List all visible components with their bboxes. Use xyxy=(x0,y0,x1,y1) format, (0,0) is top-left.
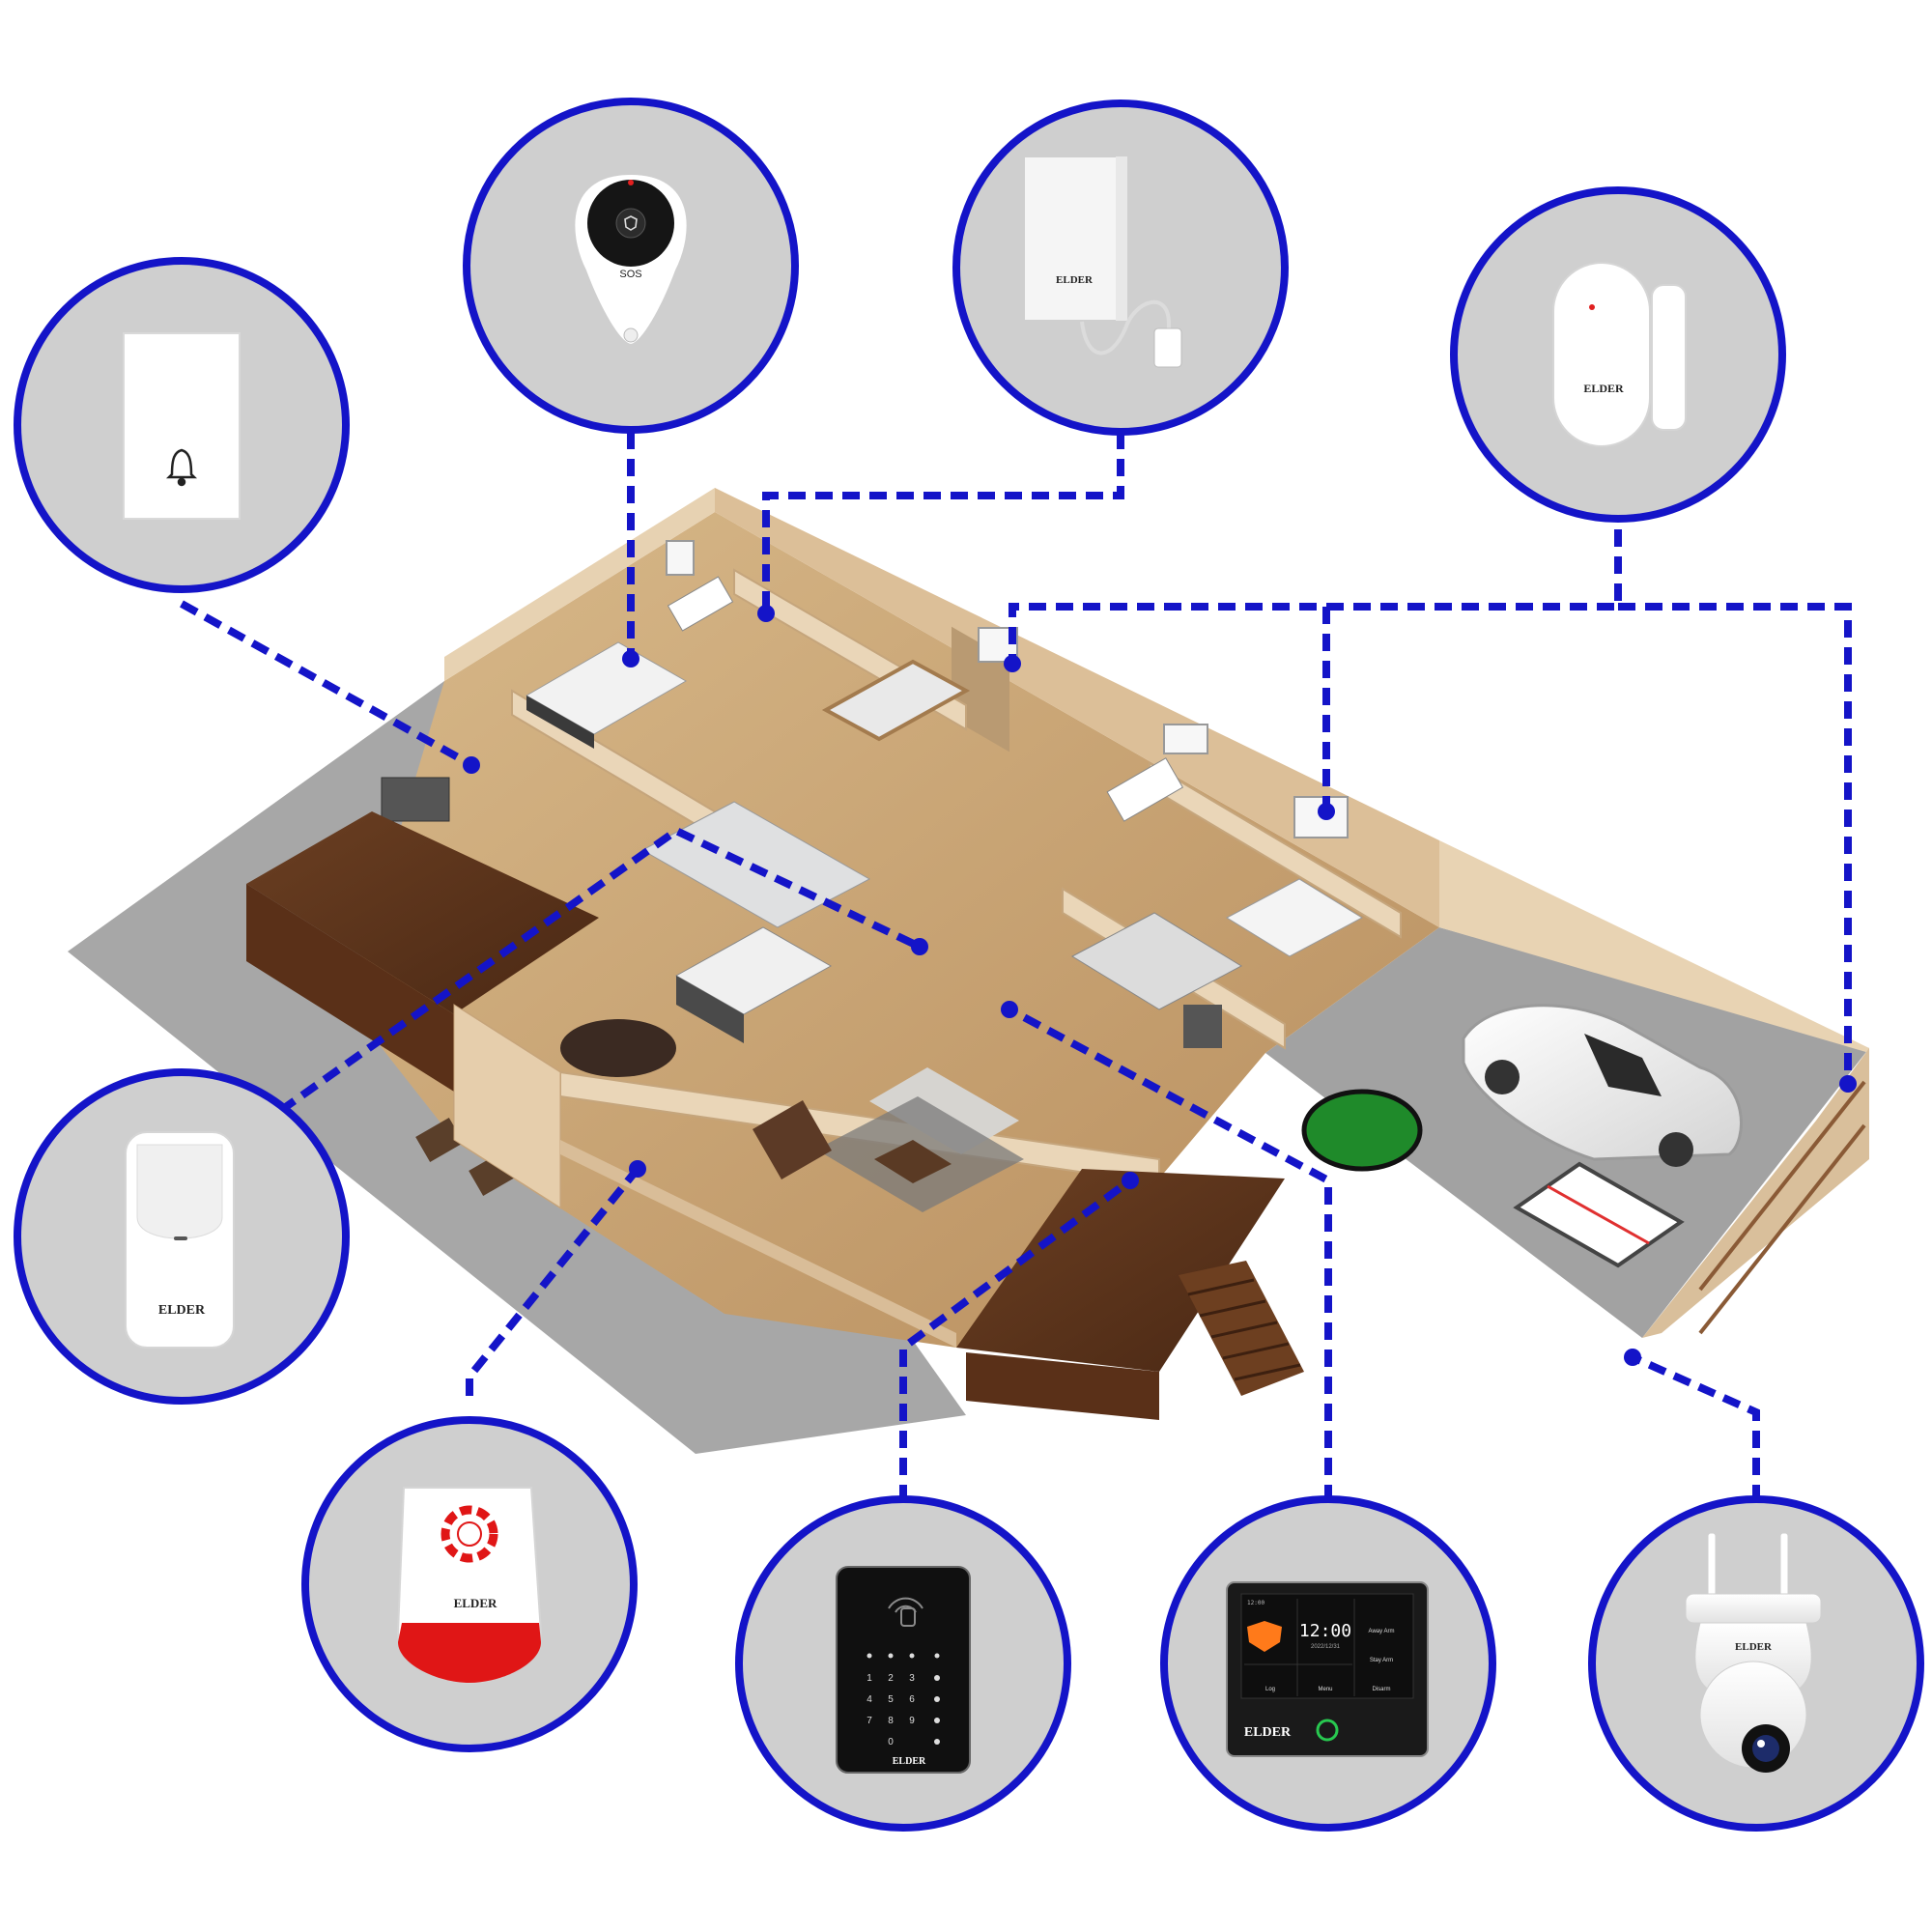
key-5[interactable]: 5 xyxy=(888,1694,894,1705)
endpoint-control-panel xyxy=(1001,1001,1018,1018)
garage-wall xyxy=(1439,840,1869,1053)
door-sensor-logo: ELDER xyxy=(1583,382,1624,395)
porch-stair-steps xyxy=(1187,1278,1301,1381)
camera-icon xyxy=(1742,1724,1790,1773)
motion-icon xyxy=(136,1144,223,1239)
keypad-keys: 1 2 3 4 5 6 7 8 9 0 xyxy=(867,1673,915,1747)
panel-top-left-time: 12:00 xyxy=(1247,1600,1264,1606)
siren-device: ELDER xyxy=(396,1487,543,1685)
front-wall-2 xyxy=(560,1140,956,1348)
endpoint-camera xyxy=(1624,1349,1641,1366)
bell-icon xyxy=(165,448,198,487)
garage-railing xyxy=(1698,1080,1866,1335)
panel-stay-arm[interactable]: Stay Arm xyxy=(1370,1658,1393,1663)
garage-side-wall xyxy=(1642,1048,1869,1338)
house-illustration xyxy=(68,488,1869,1454)
key-1[interactable]: 1 xyxy=(867,1673,872,1684)
panel-menu[interactable]: Menu xyxy=(1318,1687,1332,1692)
front-wall xyxy=(453,1004,561,1208)
water-leak-icon xyxy=(1153,327,1182,368)
remote-device: SOS xyxy=(573,172,689,347)
siren-logo: ELDER xyxy=(454,1596,497,1610)
key-2[interactable]: 2 xyxy=(888,1673,894,1684)
key-4[interactable]: 4 xyxy=(867,1694,872,1705)
siren-red-lens xyxy=(398,1623,541,1683)
connector-door-sensor-3 xyxy=(1618,603,1852,1084)
shield-icon xyxy=(624,215,638,231)
panel-clock: 12:00 xyxy=(1299,1621,1351,1641)
back-deck-rail xyxy=(246,884,454,1092)
right-back-wall xyxy=(715,488,1439,927)
connector-water-sensor xyxy=(762,432,1124,613)
windows xyxy=(666,540,1349,838)
panel-grid-lines xyxy=(1244,1599,1355,1696)
connector-camera xyxy=(1631,1353,1760,1502)
porch-stairs xyxy=(1179,1261,1304,1396)
key-6[interactable]: 6 xyxy=(909,1694,915,1705)
siren-icon xyxy=(440,1505,498,1563)
camera-logo: ELDER xyxy=(1735,1641,1773,1653)
endpoint-pir xyxy=(911,938,928,955)
water-sensor-device: ELDER xyxy=(1023,156,1182,368)
porch-rail xyxy=(966,1352,1159,1420)
keypad-logo: ELDER xyxy=(893,1756,926,1767)
doorbell-device xyxy=(123,332,241,520)
key-8[interactable]: 8 xyxy=(888,1716,894,1726)
connector-endpoints xyxy=(463,605,1857,1366)
shield-status-icon xyxy=(1247,1621,1282,1652)
endpoint-door-sensor xyxy=(1004,655,1021,672)
front-porch xyxy=(956,1169,1285,1372)
keypad-device: 1 2 3 4 5 6 7 8 9 0 ELDER xyxy=(836,1566,971,1774)
sos-button-label: SOS xyxy=(619,269,641,280)
door-contact-icon xyxy=(1589,304,1595,310)
panel-logo: ELDER xyxy=(1244,1725,1292,1740)
panel-away-arm[interactable]: Away Arm xyxy=(1369,1629,1395,1634)
key-3[interactable]: 3 xyxy=(909,1673,915,1684)
rfid-icon xyxy=(888,1597,923,1627)
key-9[interactable]: 9 xyxy=(909,1716,915,1726)
connector-lines xyxy=(180,432,1852,1502)
endpoint-keypad xyxy=(1122,1172,1139,1189)
endpoint-door-sensor-3 xyxy=(1839,1075,1857,1093)
connector-pir xyxy=(277,826,922,1115)
panel-status-ring xyxy=(1316,1719,1339,1742)
panel-log[interactable]: Log xyxy=(1265,1687,1275,1692)
panel-date: 2022/12/31 xyxy=(1311,1644,1341,1650)
connector-siren xyxy=(466,1166,641,1396)
endpoint-remote xyxy=(622,650,639,668)
connector-doorbell xyxy=(180,600,470,767)
poker-table xyxy=(1301,1089,1423,1172)
door-sensor-device: ELDER xyxy=(1552,262,1687,447)
endpoint-siren xyxy=(629,1160,646,1178)
car xyxy=(1462,1004,1743,1167)
key-0[interactable]: 0 xyxy=(888,1737,894,1747)
remote-led xyxy=(623,327,639,343)
pir-sensor-device: ELDER xyxy=(125,1131,235,1349)
house-floor xyxy=(348,512,1439,1348)
back-deck xyxy=(246,811,599,1014)
endpoint-doorbell xyxy=(463,756,480,774)
back-wall xyxy=(444,488,715,681)
control-panel-device: 12:00 12:00 2022/12/31 Away Arm Stay Arm… xyxy=(1226,1581,1429,1757)
key-7[interactable]: 7 xyxy=(867,1716,872,1726)
endpoint-water-sensor xyxy=(757,605,775,622)
water-sensor-logo: ELDER xyxy=(1056,274,1094,286)
pir-logo: ELDER xyxy=(158,1303,206,1318)
endpoint-door-sensor-2 xyxy=(1318,803,1335,820)
camera-device: ELDER xyxy=(1685,1532,1822,1773)
connector-door-sensor xyxy=(1009,529,1622,664)
panel-disarm[interactable]: Disarm xyxy=(1373,1687,1391,1692)
keypad-function-icons xyxy=(867,1653,940,1745)
water-sensor-cable xyxy=(1080,299,1171,355)
